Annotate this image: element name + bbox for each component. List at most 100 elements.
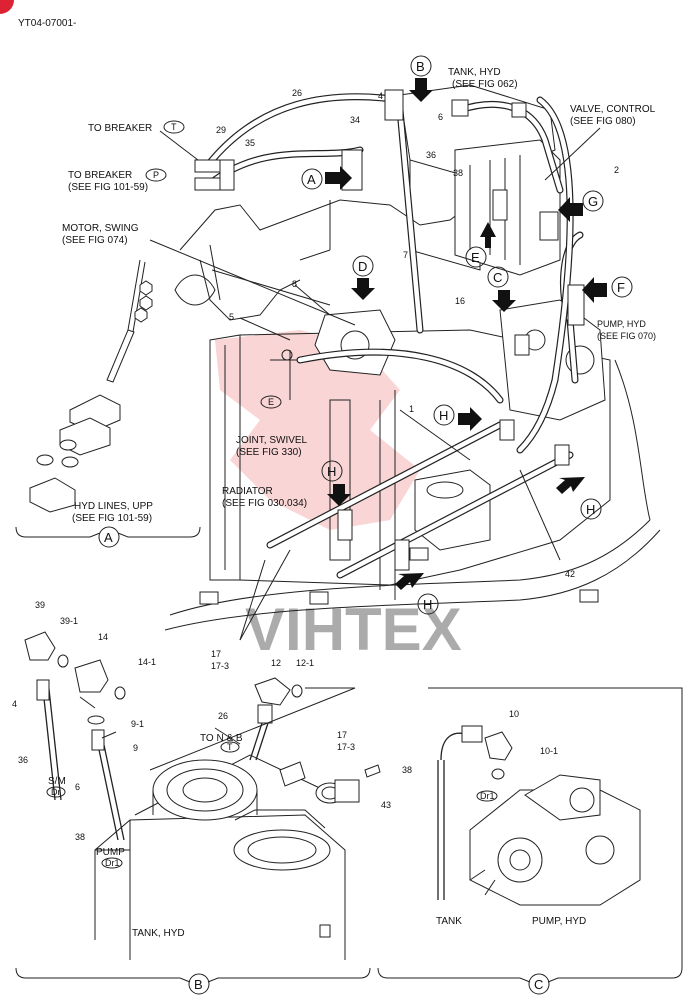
part-number-39: 39	[35, 600, 45, 610]
part-number-12-1: 12-1	[296, 658, 314, 668]
svg-text:E: E	[268, 397, 274, 407]
label-see-fig-101-59: (SEE FIG 101-59)	[68, 182, 148, 193]
t-badge: T	[163, 120, 185, 134]
view-b-bracket	[15, 967, 371, 983]
label-see-fig-080: (SEE FIG 080)	[570, 116, 636, 127]
dr1-badge: Dr1	[101, 857, 123, 869]
view-c-callout: C	[528, 973, 550, 995]
e-badge: E	[260, 395, 282, 409]
label-motor-swing: MOTOR, SWING	[62, 223, 139, 234]
callout-e: E	[465, 246, 487, 268]
part-number-38b: 38	[75, 832, 85, 842]
svg-text:H: H	[327, 464, 336, 479]
label-pump: PUMP	[96, 847, 125, 858]
part-number-35: 35	[245, 138, 255, 148]
arrow-h2	[327, 484, 351, 506]
callout-a: A	[301, 168, 323, 190]
watermark-logo	[215, 330, 420, 530]
label-see-fig-070: (SEE FIG 070)	[597, 331, 656, 341]
part-number-38c: 38	[402, 765, 412, 775]
part-number-10: 10	[509, 709, 519, 719]
label-see-fig-062: (SEE FIG 062)	[452, 79, 518, 90]
svg-text:P: P	[153, 170, 159, 180]
p-badge: P	[145, 168, 167, 182]
doc-id: YT04-07001-	[18, 18, 76, 29]
t-badge-2: T	[220, 741, 240, 753]
svg-text:T: T	[171, 122, 177, 132]
view-a-callout: A	[98, 526, 120, 548]
part-number-34: 34	[350, 115, 360, 125]
svg-text:G: G	[588, 194, 598, 209]
corner-mark	[0, 0, 14, 14]
dr-badge: Dr	[46, 786, 66, 798]
part-number-36b: 36	[18, 755, 28, 765]
callout-f: F	[611, 276, 633, 298]
view-b-drawing	[24, 631, 381, 960]
part-number-6: 6	[438, 112, 443, 122]
label-see-fig-101-59-b: (SEE FIG 101-59)	[72, 513, 152, 524]
view-a-drawing	[29, 259, 153, 513]
svg-text:A: A	[307, 172, 316, 187]
label-joint-swivel: JOINT, SWIVEL	[236, 435, 308, 446]
svg-text:Dr1: Dr1	[105, 858, 120, 868]
callout-c: C	[487, 266, 509, 288]
arrow-h3	[556, 477, 585, 494]
part-number-26: 26	[292, 88, 302, 98]
callout-h1: H	[433, 404, 455, 426]
part-number-29: 29	[216, 125, 226, 135]
svg-text:F: F	[617, 280, 625, 295]
part-number-9: 9	[133, 743, 138, 753]
svg-text:C: C	[534, 977, 543, 992]
callout-h2: H	[321, 460, 343, 482]
arrow-c	[492, 290, 516, 312]
part-number-12: 12	[271, 658, 281, 668]
svg-text:C: C	[493, 270, 502, 285]
arrow-a	[325, 166, 352, 190]
callout-h3: H	[580, 498, 602, 520]
label-tank-hyd: TANK, HYD	[448, 67, 501, 78]
part-number-17: 17	[211, 649, 221, 659]
svg-text:H: H	[423, 597, 432, 612]
part-number-14: 14	[98, 632, 108, 642]
svg-text:T: T	[227, 742, 233, 752]
part-number-17b: 17	[337, 730, 347, 740]
label-see-fig-030-034: (SEE FIG 030.034)	[222, 498, 307, 509]
main-assembly-drawing	[149, 84, 661, 641]
arrow-d	[351, 278, 375, 300]
part-number-38: 38	[453, 168, 463, 178]
part-number-14-1: 14-1	[138, 657, 156, 667]
part-number-6b: 6	[75, 782, 80, 792]
arrow-b	[409, 78, 433, 102]
label-sm: S/M	[48, 776, 66, 787]
part-number-4b: 4	[12, 699, 17, 709]
callout-d: D	[352, 255, 374, 277]
arrow-h1	[458, 407, 482, 431]
view-b-callout: B	[188, 973, 210, 995]
svg-text:B: B	[194, 977, 203, 992]
part-number-4: 4	[378, 91, 383, 101]
svg-text:Dr1: Dr1	[480, 791, 495, 801]
svg-text:H: H	[439, 408, 448, 423]
view-c-bracket	[377, 967, 683, 983]
label-to-breaker-p: TO BREAKER	[68, 170, 132, 181]
part-number-5: 5	[229, 312, 234, 322]
callout-h4: H	[417, 593, 439, 615]
label-tank: TANK	[436, 916, 462, 927]
part-number-17-3: 17-3	[211, 661, 229, 671]
part-number-10-1: 10-1	[540, 746, 558, 756]
part-number-16: 16	[455, 296, 465, 306]
arrow-h4	[395, 573, 424, 590]
svg-text:Dr: Dr	[51, 787, 61, 797]
part-number-42: 42	[565, 569, 575, 579]
label-to-n-and-b: TO N & B	[200, 733, 243, 744]
part-number-26b: 26	[218, 711, 228, 721]
part-number-36: 36	[426, 150, 436, 160]
part-number-7: 7	[403, 250, 408, 260]
label-see-fig-074: (SEE FIG 074)	[62, 235, 128, 246]
arrow-g	[558, 197, 583, 222]
label-to-breaker-t: TO BREAKER	[88, 123, 152, 134]
part-number-17-3b: 17-3	[337, 742, 355, 752]
svg-text:B: B	[416, 59, 425, 74]
label-valve-control: VALVE, CONTROL	[570, 104, 656, 115]
